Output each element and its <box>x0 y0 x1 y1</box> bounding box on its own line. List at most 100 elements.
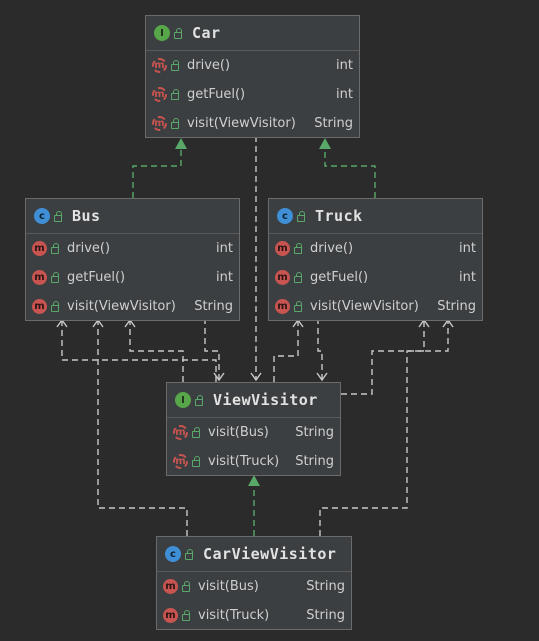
interface-icon: I <box>175 392 191 408</box>
class-name: ViewVisitor <box>213 391 318 409</box>
method-name: getFuel() <box>67 270 126 285</box>
method-icon: m <box>163 608 178 623</box>
method-icon: m <box>163 579 178 594</box>
method-name: drive() <box>67 241 111 256</box>
method-icon: m <box>32 299 47 314</box>
method-name: getFuel() <box>187 87 246 102</box>
class-name: Car <box>192 24 221 42</box>
abstract-method-icon: m <box>152 116 167 131</box>
method-return-type: int <box>459 270 476 285</box>
public-lock-icon <box>171 89 179 100</box>
arrowhead-open <box>213 372 225 382</box>
class-box-viewvisitor[interactable]: I ViewVisitor m visit(Bus) String m visit(Truc… <box>166 382 341 476</box>
class-icon: c <box>34 208 50 224</box>
method-return-type: String <box>295 454 334 469</box>
method-row[interactable]: m drive() int <box>26 234 239 263</box>
method-name: visit(ViewVisitor) <box>67 299 176 314</box>
method-row[interactable]: m getFuel() int <box>26 263 239 292</box>
class-header: c Truck <box>269 199 482 234</box>
public-lock-icon <box>192 456 200 467</box>
public-lock-icon <box>182 610 190 621</box>
public-lock-icon <box>51 272 59 283</box>
method-return-type: int <box>216 241 233 256</box>
public-lock-icon <box>174 27 182 39</box>
interface-icon: I <box>154 25 170 41</box>
method-row[interactable]: m visit(ViewVisitor) String <box>26 292 239 321</box>
abstract-method-icon: m <box>173 425 188 440</box>
implements-edge-truck-to-car <box>319 138 376 198</box>
method-name: visit(Bus) <box>198 579 259 594</box>
method-icon: m <box>275 241 290 256</box>
method-row[interactable]: m visit(ViewVisitor) String <box>146 109 359 138</box>
arrowhead-triangle <box>248 475 260 486</box>
public-lock-icon <box>182 581 190 592</box>
method-name: getFuel() <box>310 270 369 285</box>
method-name: visit(Bus) <box>208 425 269 440</box>
class-icon: c <box>165 546 181 562</box>
method-return-type: int <box>459 241 476 256</box>
dependency-edge-viewvisitor-to-truck <box>341 318 430 395</box>
public-lock-icon <box>54 210 62 222</box>
public-lock-icon <box>192 427 200 438</box>
public-lock-icon <box>185 548 193 560</box>
class-box-carviewvisitor[interactable]: c CarViewVisitor m visit(Bus) String m visit(T… <box>156 536 352 630</box>
public-lock-icon <box>297 210 305 222</box>
method-return-type: int <box>216 270 233 285</box>
method-icon: m <box>275 270 290 285</box>
method-return-type: int <box>336 58 353 73</box>
public-lock-icon <box>51 243 59 254</box>
method-icon: m <box>32 241 47 256</box>
method-row[interactable]: m visit(Bus) String <box>157 572 351 601</box>
method-icon: m <box>32 270 47 285</box>
implements-edge-carviewvisitor-to-viewvisitor <box>248 475 260 536</box>
method-row[interactable]: m getFuel() int <box>269 263 482 292</box>
dependency-edge-bus-to-viewvisitor <box>204 318 225 382</box>
arrowhead-triangle <box>319 138 331 149</box>
public-lock-icon <box>294 272 302 283</box>
dependency-edge-truck-to-viewvisitor <box>316 318 328 382</box>
arrowhead-open <box>316 372 328 382</box>
class-icon: c <box>277 208 293 224</box>
class-header: c CarViewVisitor <box>157 537 351 572</box>
class-header: I ViewVisitor <box>167 383 340 418</box>
arrowhead-open <box>250 372 262 382</box>
method-return-type: String <box>194 299 233 314</box>
method-name: visit(ViewVisitor) <box>187 116 296 131</box>
dependency-edge-viewvisitor-to-bus <box>124 318 184 382</box>
method-row[interactable]: m drive() int <box>269 234 482 263</box>
abstract-method-icon: m <box>173 454 188 469</box>
method-return-type: String <box>295 425 334 440</box>
arrowhead-triangle <box>175 138 187 149</box>
dependency-edge-viewvisitor-to-truck <box>273 318 304 382</box>
class-name: CarViewVisitor <box>203 545 337 563</box>
class-name: Bus <box>72 207 101 225</box>
method-name: visit(Truck) <box>198 608 270 623</box>
class-name: Truck <box>315 207 363 225</box>
method-row[interactable]: m drive() int <box>146 51 359 80</box>
public-lock-icon <box>171 118 179 129</box>
method-row[interactable]: m visit(Bus) String <box>167 418 340 447</box>
dependency-edge-viewvisitor-to-bus <box>56 318 217 382</box>
method-name: drive() <box>310 241 354 256</box>
method-name: visit(Truck) <box>208 454 280 469</box>
class-box-bus[interactable]: c Bus m drive() int m getFuel() int m visit(ViewV… <box>25 198 240 321</box>
class-header: I Car <box>146 16 359 51</box>
method-name: drive() <box>187 58 231 73</box>
abstract-method-icon: m <box>152 58 167 73</box>
class-header: c Bus <box>26 199 239 234</box>
abstract-method-icon: m <box>152 87 167 102</box>
method-row[interactable]: m visit(Truck) String <box>167 447 340 476</box>
public-lock-icon <box>195 394 203 406</box>
dependency-edge-car-to-viewvisitor <box>250 136 262 382</box>
method-return-type: String <box>314 116 353 131</box>
public-lock-icon <box>294 243 302 254</box>
method-return-type: String <box>437 299 476 314</box>
method-return-type: String <box>306 579 345 594</box>
implements-edge-bus-to-car <box>132 138 187 198</box>
